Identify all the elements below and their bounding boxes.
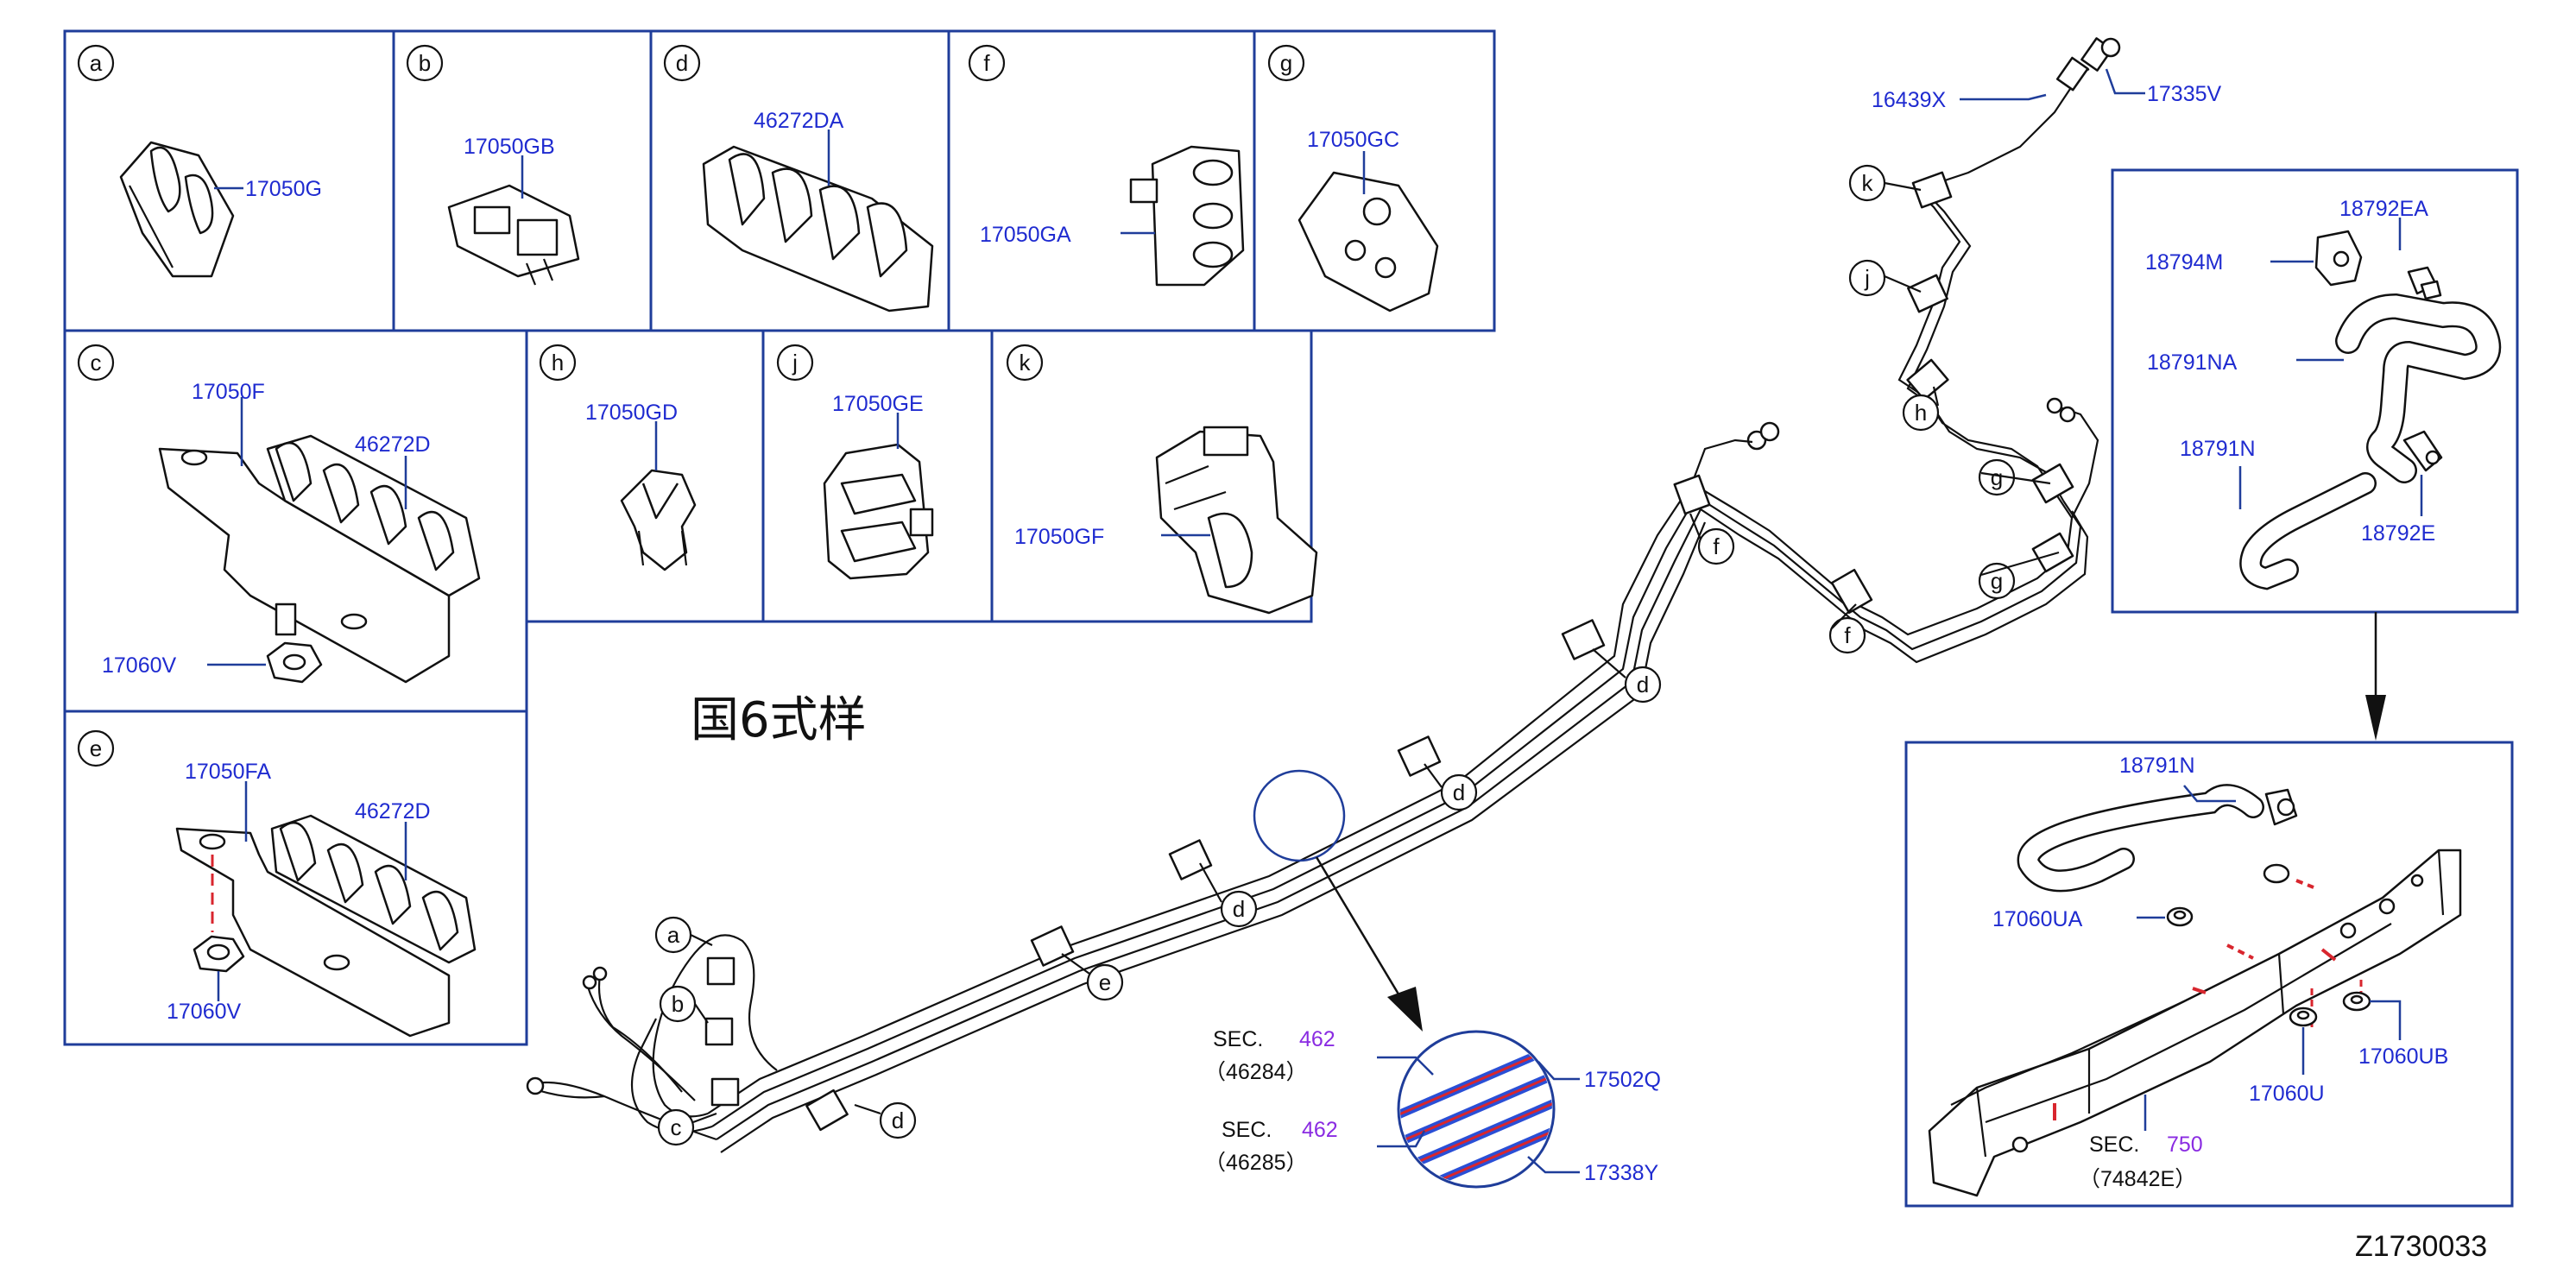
leader-18791N-bottom <box>2183 785 2236 803</box>
sec-number-2[interactable]: 462 <box>1302 1118 1338 1142</box>
sec-word-2: SEC. <box>1222 1118 1272 1142</box>
part-17050GA[interactable]: 17050GA <box>980 223 1071 247</box>
part-16439X[interactable]: 16439X <box>1872 88 1947 112</box>
hose-assembly-drawing <box>2239 230 2502 590</box>
bracket-17050F-drawing <box>158 434 481 684</box>
callout-d-4: d <box>1637 672 1649 697</box>
clip-17050GE-drawing <box>823 443 934 580</box>
part-46272D-e[interactable]: 46272D <box>355 799 431 824</box>
detail-label-g: g <box>1280 50 1292 76</box>
detail-label-h: h <box>552 350 564 375</box>
sec-word-1: SEC. <box>1213 1027 1263 1051</box>
leader-16439X <box>1960 93 2047 101</box>
callout-c: c <box>671 1114 682 1140</box>
down-arrow-head <box>2365 695 2386 741</box>
part-17050GD[interactable]: 17050GD <box>585 401 678 425</box>
callout-b: b <box>672 991 684 1017</box>
callout-d-2: d <box>1233 896 1245 922</box>
bracket-17050FA-drawing <box>175 814 477 1038</box>
part-17050F[interactable]: 17050F <box>192 380 265 404</box>
part-18794M[interactable]: 18794M <box>2145 250 2223 274</box>
callout-f-2: f <box>1844 622 1851 648</box>
detail-label-j: j <box>792 350 798 375</box>
callout-k: k <box>1862 170 1874 196</box>
part-17335V[interactable]: 17335V <box>2147 82 2222 106</box>
sec-number-1[interactable]: 462 <box>1299 1027 1335 1051</box>
part-17050G[interactable]: 17050G <box>245 177 322 201</box>
sec-ref-3: （74842E） <box>2079 1167 2196 1191</box>
leader-17335V <box>2105 68 2145 95</box>
part-17060U[interactable]: 17060U <box>2249 1082 2325 1106</box>
part-17050GB[interactable]: 17050GB <box>464 135 555 159</box>
callout-j: j <box>1864 265 1870 291</box>
pipe-callout-markers: a b c d e d d d f f g g h j k <box>654 164 2016 1146</box>
part-18792EA[interactable]: 18792EA <box>2339 197 2428 221</box>
callout-f-1: f <box>1713 533 1720 559</box>
detail-label-f: f <box>983 50 990 76</box>
leader-17060UB <box>2370 1000 2402 1040</box>
clip-46272DA-drawing <box>702 145 934 312</box>
part-17502Q[interactable]: 17502Q <box>1584 1068 1661 1092</box>
part-17060V-e[interactable]: 17060V <box>167 1000 242 1024</box>
sec-ref-1: （46284） <box>1204 1060 1308 1084</box>
callout-g-1: g <box>1991 568 2003 594</box>
clip-17050GA-drawing <box>1129 145 1245 287</box>
part-18791N-bottom[interactable]: 18791N <box>2119 754 2195 778</box>
callout-leaders <box>690 181 2060 1124</box>
detail-label-e: e <box>90 735 102 761</box>
part-18791NA[interactable]: 18791NA <box>2147 350 2238 375</box>
part-17060UB[interactable]: 17060UB <box>2358 1044 2448 1069</box>
clip-17050GF-drawing <box>1155 426 1318 615</box>
detail-label-k: k <box>1020 350 1032 375</box>
clip-17050GD-drawing <box>620 469 697 571</box>
part-46272DA[interactable]: 46272DA <box>754 109 844 133</box>
part-17050GF[interactable]: 17050GF <box>1014 525 1104 549</box>
callout-g-2: g <box>1991 464 2003 490</box>
spec-note: 国6式样 <box>691 692 867 748</box>
diagram-code: Z1730033 <box>2355 1230 2487 1263</box>
callout-d-1: d <box>892 1107 904 1133</box>
part-17050FA[interactable]: 17050FA <box>185 760 271 784</box>
detail-label-a: a <box>90 50 103 76</box>
part-18792E[interactable]: 18792E <box>2361 521 2435 546</box>
detail-frames <box>63 29 2519 1208</box>
detail-label-c: c <box>91 350 102 375</box>
sec-ref-2: （46285） <box>1204 1151 1308 1175</box>
part-17050GE[interactable]: 17050GE <box>832 392 924 416</box>
callout-e: e <box>1099 969 1111 995</box>
part-17338Y[interactable]: 17338Y <box>1584 1161 1659 1185</box>
detail-letter-markers: a b d f g c h j k e <box>77 44 1305 767</box>
frame-rail-drawing <box>1928 784 2462 1197</box>
part-17060UA[interactable]: 17060UA <box>1992 907 2083 931</box>
sec-number-3[interactable]: 750 <box>2167 1133 2203 1157</box>
detail-label-b: b <box>419 50 431 76</box>
part-46272D-c[interactable]: 46272D <box>355 432 431 457</box>
callout-a: a <box>667 922 680 948</box>
callout-h: h <box>1915 400 1927 426</box>
sec-word-3: SEC. <box>2089 1133 2139 1157</box>
detail-label-d: d <box>676 50 688 76</box>
magnify-callout <box>1253 769 1580 1189</box>
part-18791N-top[interactable]: 18791N <box>2180 437 2256 461</box>
part-17050GC[interactable]: 17050GC <box>1307 128 1399 152</box>
clip-17050GC-drawing <box>1297 171 1439 312</box>
fuel-pipe-assembly <box>526 37 2121 1153</box>
part-17060V-c[interactable]: 17060V <box>102 653 177 678</box>
clip-17050GB-drawing <box>447 184 580 286</box>
clip-17050G-drawing <box>119 141 235 278</box>
callout-d-3: d <box>1453 779 1465 805</box>
